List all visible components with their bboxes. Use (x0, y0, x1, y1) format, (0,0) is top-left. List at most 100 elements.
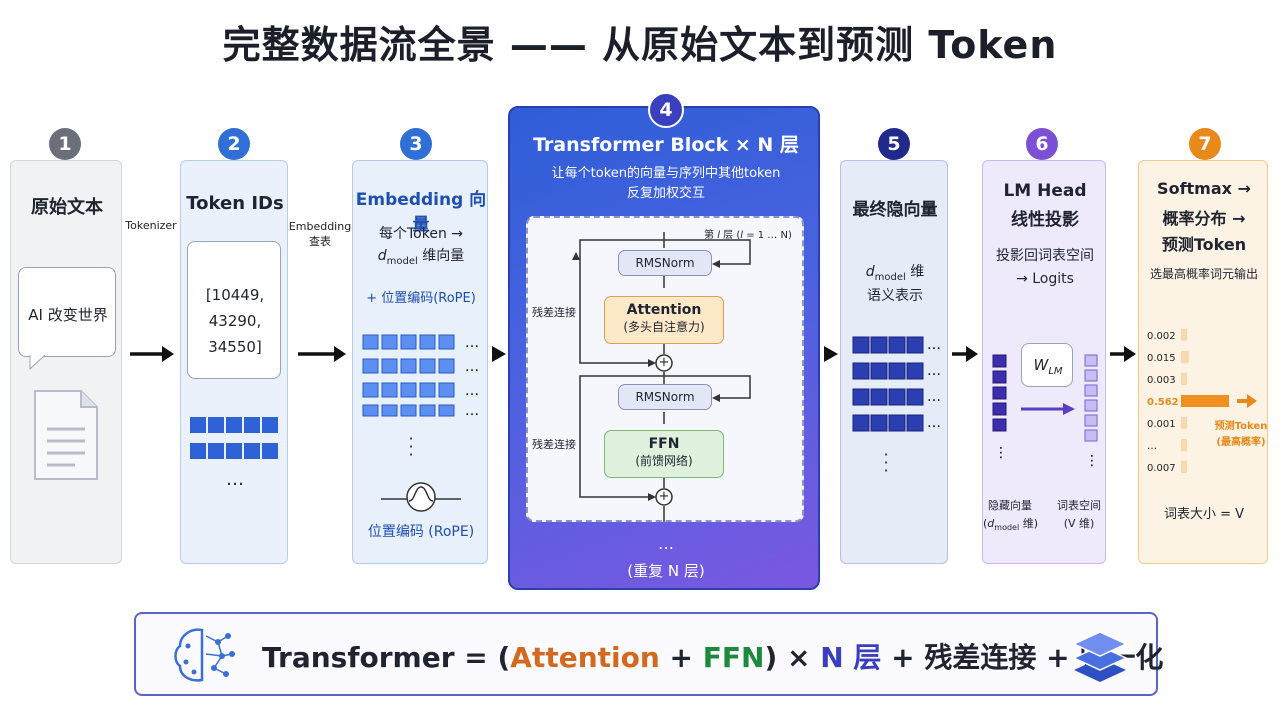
d-symbol: d (987, 517, 995, 530)
prob-label: 0.003 (1147, 375, 1176, 386)
formula-bar: Transformer = (Attention + FFN) × N 层 + … (134, 612, 1163, 696)
predicted-arrow-icon (1237, 394, 1257, 408)
page-title: 完整数据流全景 —— 从原始文本到预测 Token (222, 23, 1058, 67)
arrow-right-icon (952, 346, 978, 362)
arrow-label-embedding: Embedding 查表 (288, 219, 352, 249)
final-hidden-line-1: dmodel 维 (841, 261, 949, 283)
rope-wave-icon (381, 482, 461, 512)
step-badge-3: 3 (400, 128, 432, 160)
svg-text:…: … (927, 337, 941, 353)
panel-raw-text: 原始文本 AI 改变世界 (10, 160, 122, 564)
document-icon (34, 390, 98, 480)
embedding-line-2: dmodel 维向量 (353, 245, 489, 267)
svg-text:…: … (927, 363, 941, 379)
lm-head-line-1: 投影回词表空间 (996, 248, 1094, 264)
token-id-line-1: [10449, (205, 286, 265, 304)
hidden-vector-label-1: 隐藏向量 (988, 499, 1032, 512)
wlm-label: WLM (1022, 356, 1074, 377)
svg-text:…: … (465, 403, 479, 417)
step-badge-4: 4 (648, 92, 684, 128)
prob-label: 0.015 (1147, 353, 1176, 364)
formula-n: N 层 (820, 641, 882, 674)
formula-ffn: FFN (702, 641, 765, 674)
panel-softmax-title-2: 概率分布 → (1162, 209, 1246, 228)
arrow-label-embedding-1: Embedding (288, 220, 352, 233)
arrow-right-icon (1110, 346, 1136, 362)
transformer-subtitle-2: 反复加权交互 (626, 186, 705, 201)
residual-plus-2: + (658, 489, 670, 504)
formula-text: Transformer = (Attention + FFN) × N 层 + … (262, 636, 1163, 676)
bubble-tail-icon (29, 355, 46, 371)
model-sub: model (874, 271, 906, 283)
vocab-size-label: 词表大小 = V (1163, 507, 1245, 522)
final-hidden-line-2: 语义表示 (867, 288, 923, 304)
layer-label-end: = 1 … N) (743, 230, 792, 241)
wlm-w: W (1033, 356, 1049, 374)
layer-label-l2: l (740, 230, 744, 241)
prob-bar (1181, 351, 1189, 363)
vocab-space-label-1: 词表空间 (1057, 499, 1101, 512)
token-id-line-3: 34550] (208, 338, 262, 356)
layer-label: 第 l 层 (l = 1 … N) (704, 226, 804, 241)
panel-softmax-title-1: Softmax → (1157, 179, 1251, 198)
panel-transformer-title: Transformer Block × N 层 (533, 134, 799, 156)
panel-final-hidden-title: 最终隐向量 (852, 200, 938, 220)
token-grid-icon (190, 417, 278, 459)
panel-final-hidden: 最终隐向量 dmodel 维 语义表示 ………… ··· (840, 160, 948, 564)
svg-text:⋮: ⋮ (994, 445, 1008, 461)
formula-close: ) × (764, 641, 821, 674)
layers-stack-icon (1072, 631, 1128, 682)
attention-sub: (多头自注意力) (623, 320, 705, 334)
token-ids-box: [10449, 43290, 34550] (187, 241, 281, 379)
formula-attention: Attention (510, 641, 660, 674)
formula-plus: + (659, 641, 703, 674)
embedding-line-2-rest: 维向量 (417, 248, 465, 264)
step-badge-7: 7 (1189, 128, 1221, 160)
token-id-line-2: 43290, (208, 312, 262, 330)
predicted-token-label-1: 预测Token (1214, 421, 1268, 432)
step-badge-6: 6 (1026, 128, 1058, 160)
rope-label: 位置编码 (RoPE) (367, 524, 475, 540)
prob-bar (1181, 439, 1187, 451)
layer-label-pre: 第 (704, 230, 718, 241)
hidden-vector-label-2: (dmodel 维) (983, 515, 1038, 532)
svg-text:⋮: ⋮ (1085, 453, 1099, 469)
step-badge-2: 2 (218, 128, 250, 160)
wlm-box: WLM (1021, 343, 1073, 387)
svg-text:…: … (465, 359, 479, 375)
d-symbol: d (377, 248, 387, 264)
panel-lm-head-title-1: LM Head (1003, 181, 1087, 201)
rmsnorm-label-2: RMSNorm (635, 390, 695, 404)
wlm-sub: LM (1048, 366, 1063, 377)
text-bubble: AI 改变世界 (18, 267, 116, 357)
embedding-grid-icon: ………… (362, 334, 479, 417)
arrow-label-embedding-2: 查表 (309, 235, 331, 248)
hidden-label-open: ( (983, 517, 988, 530)
residual-label-2: 残差连接 (532, 438, 576, 451)
transformer-more-dots: … (658, 534, 674, 553)
panel-embedding-title: Embedding 向量 (355, 190, 487, 235)
prob-label: … (1147, 441, 1157, 452)
panel-lm-head: LM Head 线性投影 投影回词表空间 → Logits ⋮ WLM ⋮ 隐藏… (982, 160, 1106, 564)
ffn-box: FFN (前馈网络) (604, 430, 724, 478)
prob-bar (1181, 329, 1187, 341)
transformer-layer-card: 第 l 层 (l = 1 … N) (526, 216, 804, 522)
token-grid-ellipsis: … (226, 469, 244, 490)
prob-label: 0.001 (1147, 419, 1176, 430)
d-symbol: d (865, 264, 875, 280)
ffn-label: FFN (648, 436, 680, 452)
hidden-grid-icon: ………… (852, 336, 941, 432)
panel-raw-text-title: 原始文本 (31, 197, 103, 218)
brain-network-icon (174, 628, 235, 682)
arrow-right-icon (824, 346, 838, 362)
rmsnorm-label-1: RMSNorm (635, 256, 695, 270)
panel-token-ids: Token IDs [10449, 43290, 34550] … (180, 160, 288, 564)
rmsnorm-box-1: RMSNorm (618, 250, 712, 276)
hidden-vertical-dots: ··· (883, 445, 889, 480)
step-badge-5: 5 (878, 128, 910, 160)
hidden-column-icon: ⋮ (992, 354, 1008, 461)
arrow-label-tokenizer: Tokenizer (125, 219, 177, 232)
panel-lm-head-title-2: 线性投影 (1011, 210, 1079, 230)
panel-transformer: Transformer Block × N 层 让每个token的向量与序列中其… (508, 106, 820, 590)
